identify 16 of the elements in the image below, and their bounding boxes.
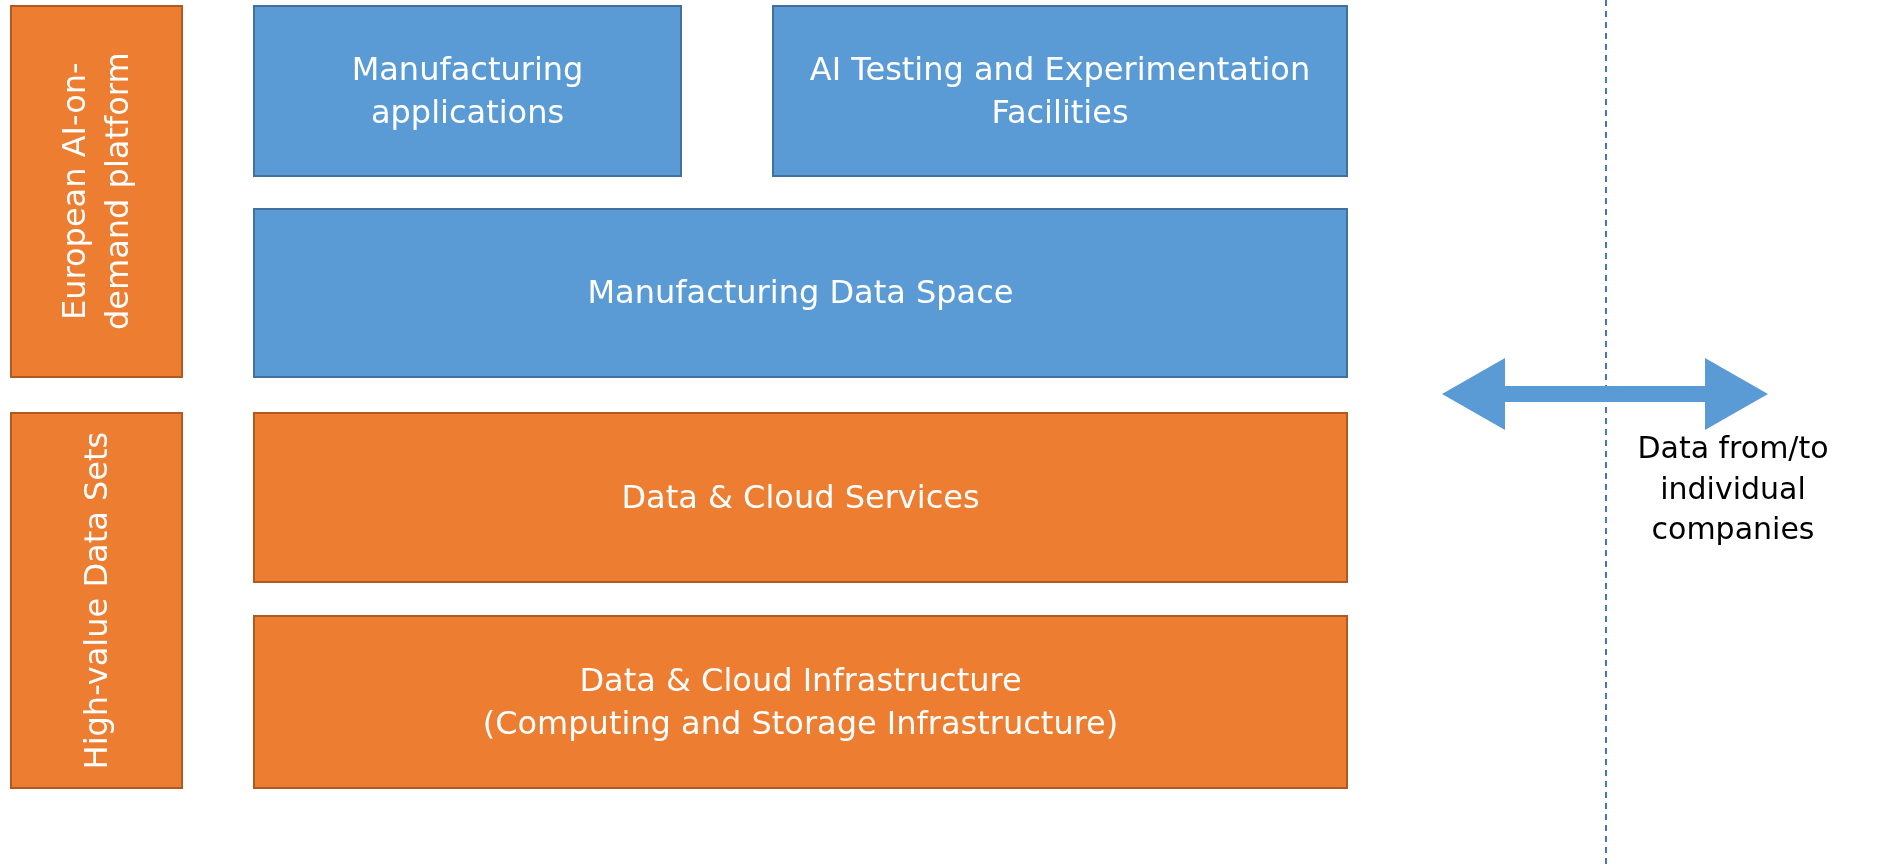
side-band bbox=[10, 5, 183, 378]
box-text: Manufacturing Data Space bbox=[587, 272, 1014, 314]
layer-box bbox=[253, 615, 1348, 789]
layer-box bbox=[772, 5, 1348, 177]
layer-box bbox=[253, 208, 1348, 378]
box-text: Manufacturing applications bbox=[350, 48, 585, 133]
box-text: High-value Data Sets bbox=[75, 430, 116, 772]
side-band bbox=[10, 412, 183, 789]
box-text: (Computing and Storage Infrastructure) bbox=[482, 703, 1119, 744]
layer-box bbox=[253, 412, 1348, 583]
note-text: Data from/to individual companies bbox=[1636, 429, 1830, 548]
box-text: European AI-on-demand platform bbox=[54, 51, 138, 333]
box-text: Data & Cloud Services bbox=[621, 476, 980, 518]
layer-box bbox=[253, 5, 682, 177]
box-text: Data & Cloud Infrastructure bbox=[579, 659, 1022, 701]
box-text: AI Testing and Experimentation Facilities bbox=[808, 48, 1312, 133]
